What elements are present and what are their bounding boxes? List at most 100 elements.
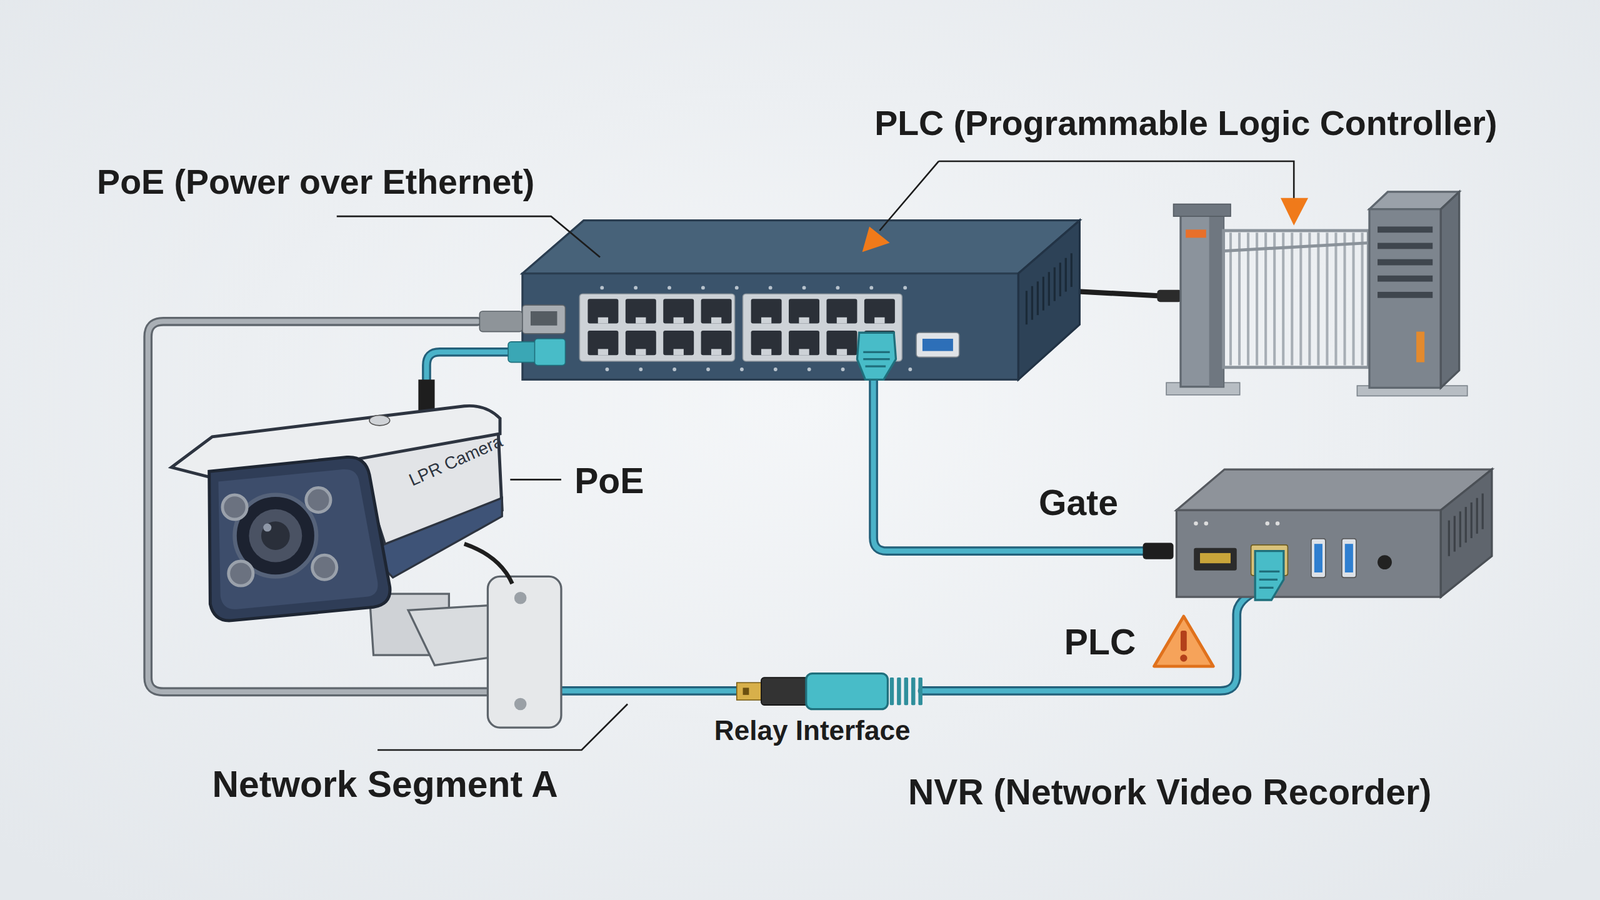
lpr-camera-part <box>261 521 290 550</box>
callout-label: Relay Interface <box>714 714 911 747</box>
gate-part-part <box>1246 232 1250 365</box>
callout-label: PLC <box>1064 620 1136 663</box>
gate <box>1166 204 1369 395</box>
poe-switch-part-part <box>788 330 820 355</box>
lpr-camera-part <box>228 561 254 586</box>
lpr-camera-part <box>312 555 337 580</box>
poe-switch-part-part <box>711 348 722 355</box>
poe-switch-part-part <box>768 285 773 290</box>
relay-connector-part <box>736 682 764 700</box>
nvr-box-part <box>1341 538 1357 578</box>
gate-part-part <box>1238 232 1241 365</box>
lpr-camera-part <box>222 495 247 520</box>
nvr-box-part <box>1176 469 1492 510</box>
warning-symbol-part <box>1180 654 1187 662</box>
poe-switch-part-part <box>788 298 820 324</box>
lpr-camera-part <box>209 456 390 621</box>
poe-switch-part-part <box>1070 253 1073 287</box>
nvr-box-part <box>1377 555 1392 570</box>
gate-part-part <box>1281 232 1285 365</box>
leader-line-part <box>336 216 600 257</box>
nvr-box-part <box>1275 521 1280 526</box>
relay-connector-part <box>761 677 809 705</box>
relay-connector-part-part <box>911 677 916 705</box>
poe-switch-part-part <box>807 367 812 372</box>
nvr-box-part-part <box>1481 493 1484 530</box>
nvr-box-part <box>1193 521 1199 526</box>
poe-switch-part-part <box>598 348 609 355</box>
camera-mount-part <box>514 698 527 711</box>
server-tower-part <box>1369 209 1441 389</box>
switch-plugs-part <box>530 311 557 326</box>
relay-connector <box>736 673 923 710</box>
poe-switch-part-part <box>841 367 845 372</box>
nvr-box-part <box>1440 469 1492 597</box>
gate-part-part <box>1361 232 1364 365</box>
camera-mount-part <box>464 543 513 584</box>
gate-part-part <box>1316 232 1320 365</box>
gate-part-part <box>1334 232 1337 365</box>
callout-label: Gate <box>1038 481 1119 524</box>
poe-switch-part-part <box>635 348 646 355</box>
poe-switch-part-part <box>773 367 778 372</box>
poe-switch-part-part <box>798 317 809 324</box>
switch-plugs-part <box>535 338 566 365</box>
poe-switch-part-part <box>835 285 840 290</box>
poe-switch-part-part <box>761 348 772 355</box>
gate-part-part <box>1255 232 1259 365</box>
switch-plugs-part <box>522 305 566 334</box>
gate-part <box>1223 243 1369 252</box>
camera-mount-part <box>487 576 562 728</box>
gate-part <box>1173 204 1231 217</box>
black-cable-part <box>1143 543 1174 560</box>
teal-cable-part <box>873 375 1148 552</box>
black-cable-part <box>1156 290 1182 303</box>
nvr-box-part <box>1259 571 1280 588</box>
poe-switch-part-part <box>625 298 657 324</box>
relay-connector-part-part <box>890 677 895 705</box>
nvr-box-part <box>1311 538 1326 578</box>
gate-part-part <box>1352 232 1355 365</box>
poe-switch-part-part <box>869 285 874 290</box>
warning-symbol-part <box>1180 630 1187 652</box>
orange-arrowhead-part <box>1280 198 1309 226</box>
server-tower-part <box>1416 331 1425 363</box>
poe-switch-part <box>579 293 735 362</box>
poe-switch-part-part <box>673 348 684 355</box>
warning-symbol <box>1154 616 1214 667</box>
gate-part <box>1223 230 1369 368</box>
poe-switch-part-part <box>1053 267 1056 302</box>
callout-label: PoE (Power over Ethernet) <box>96 161 535 202</box>
poe-switch-part-part <box>701 330 732 355</box>
nvr-box-part <box>1176 510 1441 597</box>
gate-part-part <box>1343 232 1346 365</box>
poe-switch-part <box>916 332 960 357</box>
gate-part-part <box>1229 232 1232 365</box>
poe-switch-part <box>1018 220 1080 380</box>
poe-switch-part-part <box>598 317 609 324</box>
gate-part <box>1230 232 1363 365</box>
teal-cable-part <box>559 590 1260 692</box>
poe-switch-part-part <box>605 367 609 372</box>
poe-switch-part-part <box>903 285 907 290</box>
server-tower <box>1356 191 1467 397</box>
nvr-box-part-part <box>1470 502 1473 539</box>
callout-label: PLC (Programmable Logic Controller) <box>874 101 1497 143</box>
server-tower-part-part <box>1377 275 1433 282</box>
teal-cable-part <box>426 351 512 384</box>
gate-part-part <box>1264 232 1267 365</box>
camera-mount-part <box>514 591 527 605</box>
gate-part-part <box>1299 232 1302 365</box>
nvr-box-part <box>1193 548 1237 571</box>
nvr-box-part <box>1200 553 1231 564</box>
lpr-camera-part <box>248 509 302 563</box>
poe-switch-part-part <box>908 367 912 372</box>
poe-switch-part-part <box>633 285 638 290</box>
relay-connector-part <box>743 687 750 695</box>
poe-switch-part-part <box>826 298 857 324</box>
poe-switch-part-part <box>735 285 739 290</box>
warning-symbol-part <box>1154 616 1214 667</box>
nvr-box-part-part <box>1476 498 1479 534</box>
poe-switch-part-part <box>1065 258 1067 292</box>
